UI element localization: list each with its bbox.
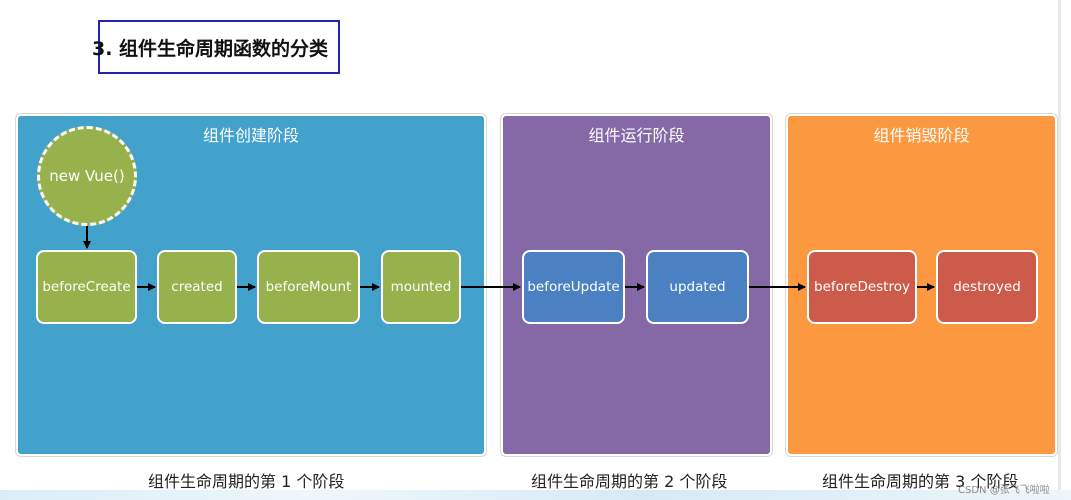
watermark: CSDN @张飞飞啦啦 <box>958 485 1050 496</box>
node-before-update: beforeUpdate <box>522 250 625 324</box>
node-before-destroy: beforeDestroy <box>807 250 917 324</box>
caption-stage-1: 组件生命周期的第 1 个阶段 <box>148 472 345 491</box>
node-before-mount: beforeMount <box>257 250 360 324</box>
title-frame <box>98 20 340 74</box>
caption-stage-3: 组件生命周期的第 3 个阶段 <box>822 472 1019 491</box>
node-mounted: mounted <box>381 250 461 324</box>
panel-title-run: 组件运行阶段 <box>588 126 685 145</box>
new-vue-node: new Vue() <box>37 126 137 226</box>
node-created: created <box>157 250 237 324</box>
node-before-create: beforeCreate <box>36 250 137 324</box>
caption-stage-2: 组件生命周期的第 2 个阶段 <box>531 472 728 491</box>
node-destroyed: destroyed <box>936 250 1038 324</box>
panel-title-create: 组件创建阶段 <box>202 126 299 145</box>
page-title: 3. 组件生命周期函数的分类 <box>92 38 329 60</box>
right-edge-divider <box>1058 0 1061 500</box>
bottom-decoration <box>0 490 1071 500</box>
node-updated: updated <box>646 250 749 324</box>
panel-title-destroy: 组件销毁阶段 <box>873 126 970 145</box>
